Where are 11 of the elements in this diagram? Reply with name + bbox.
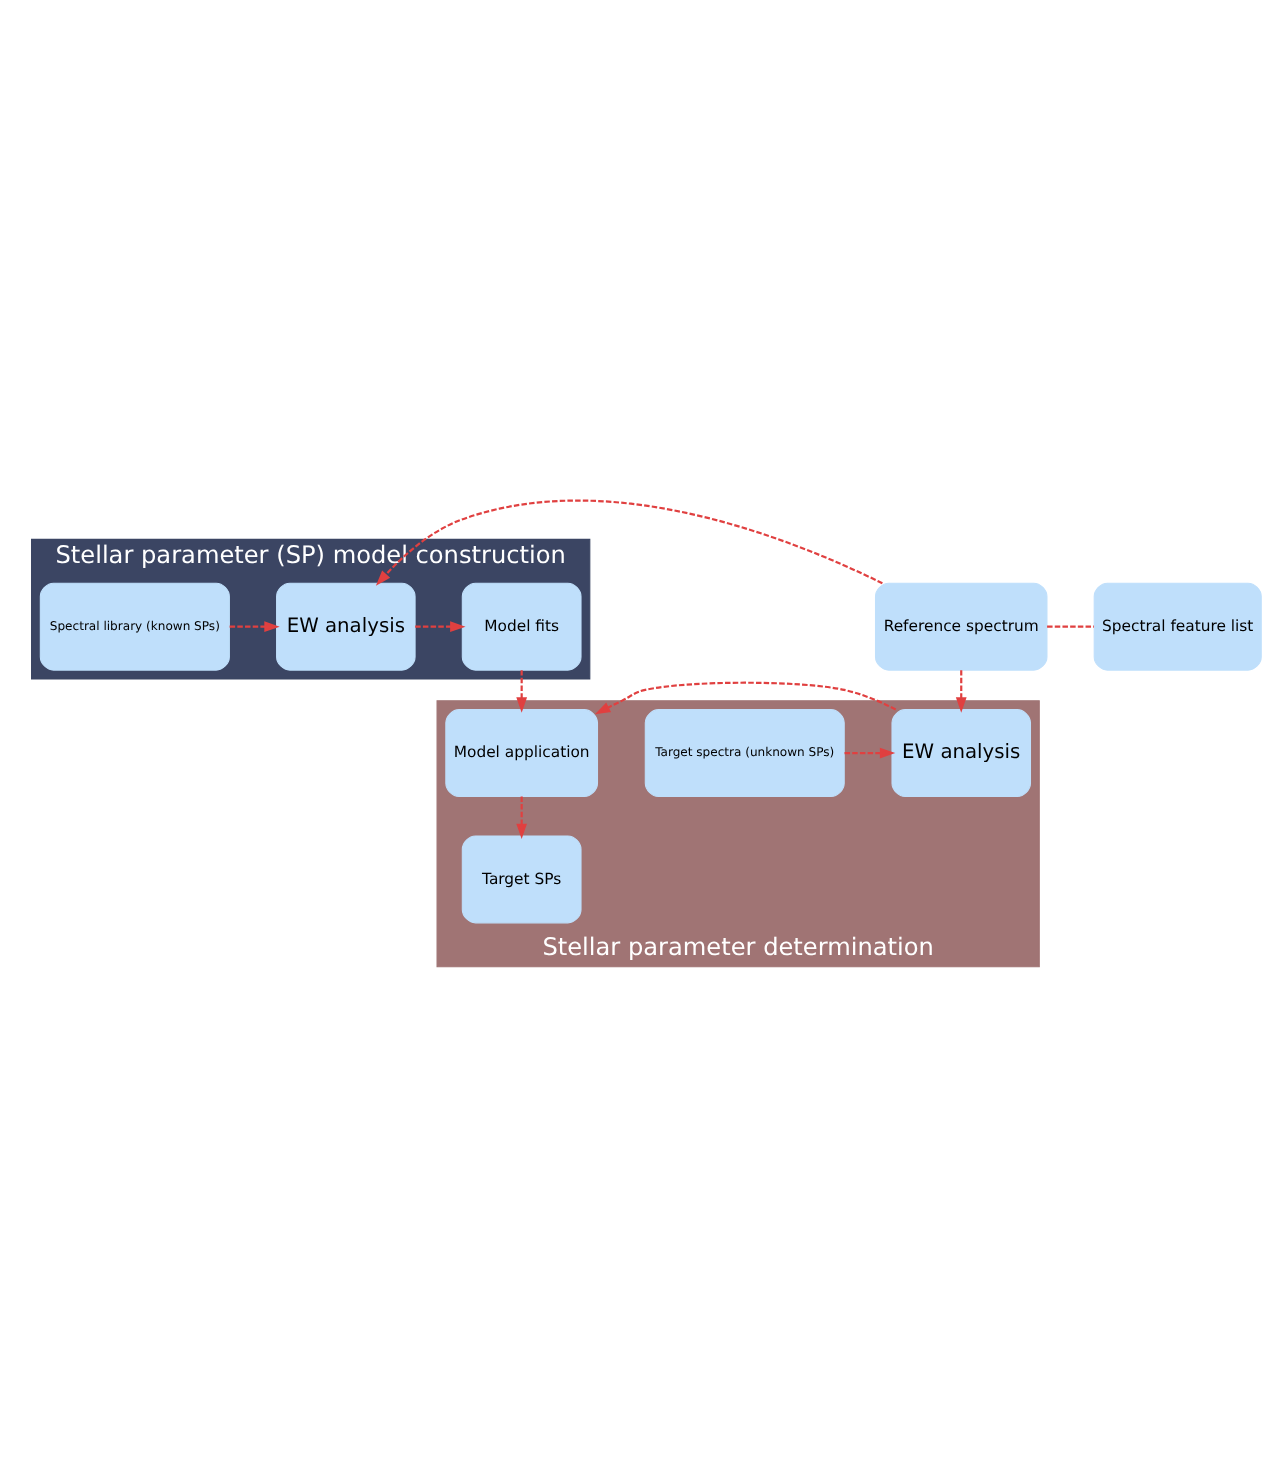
arrow	[515, 670, 527, 713]
node-box: EW analysis	[890, 709, 1030, 798]
connector	[1046, 625, 1093, 628]
arrow	[374, 499, 882, 586]
arrow	[414, 621, 465, 633]
arrow	[593, 681, 896, 715]
node-box: EW analysis	[275, 582, 415, 671]
arrow	[515, 796, 527, 840]
arrow	[843, 747, 895, 759]
arrow	[954, 670, 966, 713]
arrow	[228, 621, 279, 633]
